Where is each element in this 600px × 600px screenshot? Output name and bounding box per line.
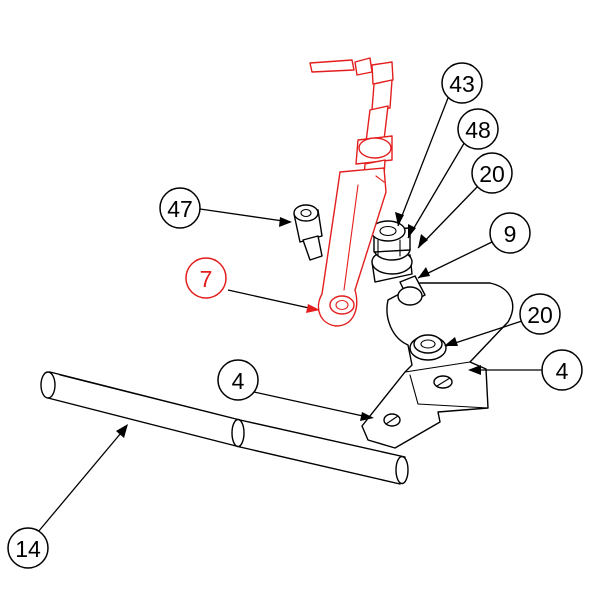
callout-label: 4 bbox=[556, 358, 569, 384]
callout-47: 47 bbox=[159, 187, 201, 229]
bracket-plate bbox=[361, 282, 514, 449]
callout-label: 43 bbox=[449, 71, 475, 97]
arm-part-7 bbox=[309, 57, 394, 327]
callout-43: 43 bbox=[441, 62, 483, 104]
callout-label: 4 bbox=[232, 368, 245, 394]
callout-label: 7 bbox=[200, 266, 213, 292]
callout-4-right: 4 bbox=[541, 349, 583, 391]
shaft-part bbox=[40, 371, 409, 485]
bolt-47 bbox=[293, 204, 323, 261]
callout-label: 20 bbox=[527, 302, 553, 328]
washer-lower bbox=[409, 334, 447, 361]
callout-48: 48 bbox=[457, 108, 499, 150]
bolt-stack bbox=[370, 220, 426, 306]
callout-9: 9 bbox=[489, 212, 531, 254]
callout-14: 14 bbox=[7, 527, 49, 569]
callout-label: 20 bbox=[479, 161, 505, 187]
callout-20-upper: 20 bbox=[471, 152, 513, 194]
callout-20-lower: 20 bbox=[519, 293, 561, 335]
callout-label: 14 bbox=[15, 536, 41, 562]
leader-lines bbox=[37, 97, 544, 533]
callout-label: 47 bbox=[167, 196, 193, 222]
callout-label: 9 bbox=[504, 221, 517, 247]
callout-7: 7 bbox=[185, 257, 227, 299]
callout-4-left: 4 bbox=[217, 359, 259, 401]
callout-label: 48 bbox=[465, 117, 491, 143]
